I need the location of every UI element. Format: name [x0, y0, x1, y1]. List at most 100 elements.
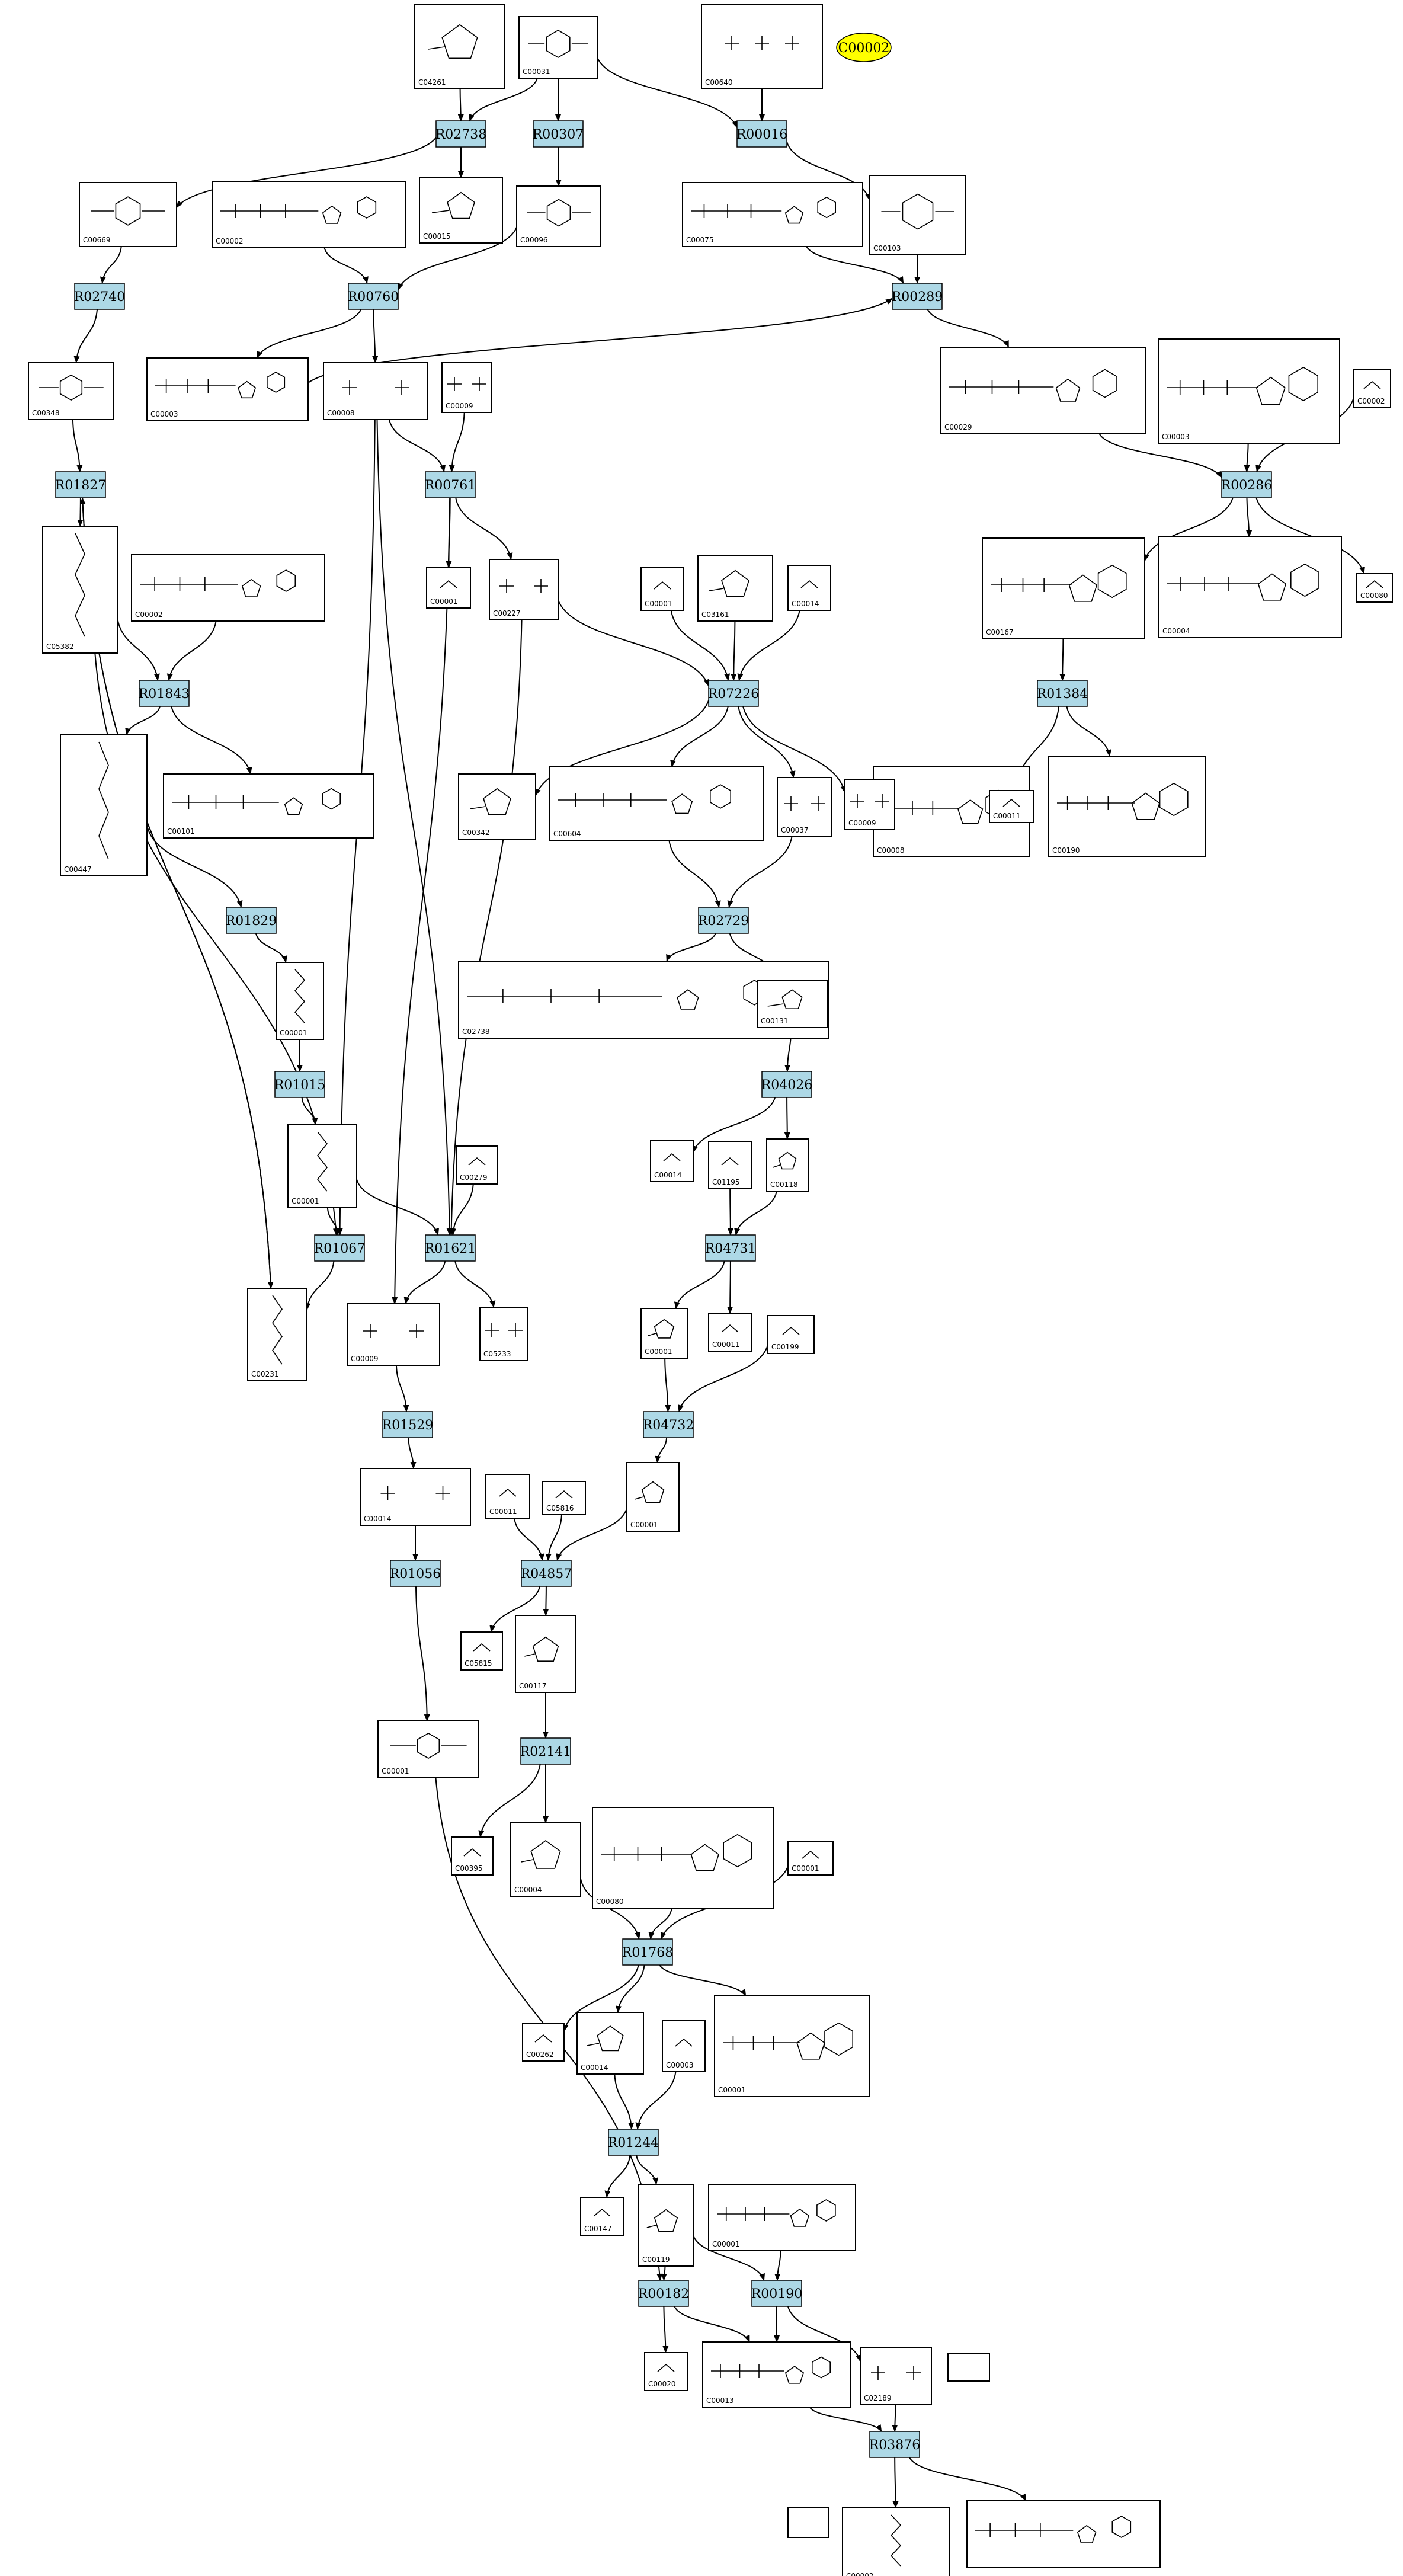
compound-node[interactable]: C00002	[842, 2507, 950, 2576]
compound-box[interactable]	[377, 1720, 479, 1778]
compound-box[interactable]	[708, 1141, 752, 1189]
reaction-node[interactable]: R02738	[435, 120, 487, 148]
reaction-box[interactable]	[382, 1411, 433, 1438]
reaction-box[interactable]	[608, 2129, 659, 2156]
reaction-node[interactable]: R04857	[521, 1560, 572, 1587]
compound-box[interactable]	[592, 1807, 774, 1909]
compound-node[interactable]: C00080	[592, 1807, 774, 1909]
compound-node[interactable]: C00003	[1158, 338, 1340, 444]
compound-box[interactable]	[860, 2347, 932, 2405]
reaction-box[interactable]	[708, 680, 759, 707]
compound-node[interactable]: C00117	[515, 1615, 576, 1693]
reaction-box[interactable]	[139, 680, 190, 707]
reaction-box[interactable]	[638, 2280, 689, 2307]
compound-node[interactable]: C00101	[163, 773, 374, 839]
reaction-box[interactable]	[622, 1938, 673, 1966]
compound-node[interactable]: C00003	[662, 2020, 706, 2072]
reaction-node[interactable]: R04026	[761, 1071, 813, 1098]
compound-box[interactable]	[982, 537, 1145, 639]
compound-node[interactable]: C00002	[131, 554, 325, 622]
reaction-node[interactable]: R07226	[708, 680, 760, 707]
compound-box[interactable]	[419, 177, 503, 244]
reaction-box[interactable]	[348, 283, 399, 310]
compound-node[interactable]: C00395	[451, 1836, 494, 1876]
compound-node[interactable]: C00009	[347, 1303, 440, 1366]
compound-box[interactable]	[697, 555, 773, 622]
compound-box[interactable]	[1048, 756, 1206, 857]
reaction-box[interactable]	[533, 120, 584, 148]
legend-ellipse[interactable]	[836, 33, 892, 62]
reaction-box[interactable]	[274, 1071, 325, 1098]
compound-node[interactable]: C00147	[580, 2197, 624, 2236]
compound-node[interactable]: C00031	[518, 16, 598, 79]
compound-box[interactable]	[767, 1315, 815, 1354]
compound-node[interactable]: C00004	[1158, 536, 1342, 638]
compound-box[interactable]	[644, 2352, 688, 2391]
compound-box[interactable]	[510, 1822, 581, 1897]
compound-box[interactable]	[460, 1631, 503, 1671]
compound-node[interactable]: C00014	[360, 1468, 471, 1526]
compound-node[interactable]: C00119	[638, 2184, 694, 2267]
compound-node[interactable]: C00190	[1048, 756, 1206, 857]
compound-box[interactable]	[441, 362, 492, 413]
compound-box[interactable]	[522, 2023, 565, 2062]
reaction-box[interactable]	[226, 907, 277, 934]
compound-box[interactable]	[60, 734, 148, 876]
reaction-box[interactable]	[705, 1234, 756, 1262]
compound-node[interactable]: C05815	[460, 1631, 503, 1671]
compound-box[interactable]	[580, 2197, 624, 2236]
compound-node[interactable]: C00037	[777, 777, 832, 837]
compound-box[interactable]	[766, 1138, 809, 1192]
reaction-node[interactable]: R01529	[382, 1411, 434, 1438]
compound-box[interactable]	[640, 1308, 688, 1359]
reaction-box[interactable]	[1221, 471, 1272, 498]
compound-node[interactable]: C00167	[982, 537, 1145, 639]
reaction-node[interactable]: R01244	[608, 2129, 659, 2156]
compound-box[interactable]	[640, 567, 684, 611]
compound-node[interactable]: C00001	[287, 1124, 357, 1208]
compound-box[interactable]	[966, 2500, 1161, 2568]
compound-node[interactable]: C05382	[42, 526, 118, 654]
reaction-box[interactable]	[869, 2431, 920, 2458]
reaction-node[interactable]: R00190	[751, 2280, 803, 2307]
compound-box[interactable]	[662, 2020, 706, 2072]
compound-node[interactable]: C00096	[516, 185, 601, 247]
reaction-box[interactable]	[521, 1560, 572, 1587]
reaction-node[interactable]: R04732	[643, 1411, 694, 1438]
reaction-box[interactable]	[751, 2280, 802, 2307]
compound-node[interactable]: C00075	[682, 182, 863, 247]
compound-node[interactable]: C01195	[708, 1141, 752, 1189]
compound-box[interactable]	[323, 362, 428, 420]
reaction-node[interactable]: R04731	[705, 1234, 757, 1262]
compound-node[interactable]: C00011	[708, 1313, 752, 1352]
compound-box[interactable]	[626, 1462, 680, 1532]
compound-node[interactable]: C00262	[522, 2023, 565, 2062]
compound-box[interactable]	[360, 1468, 471, 1526]
compound-node[interactable]: C00009	[844, 779, 895, 830]
legend-highlight[interactable]: C00002	[836, 33, 892, 62]
compound-box[interactable]	[518, 16, 598, 79]
compound-box[interactable]	[451, 1836, 494, 1876]
empty-compound-box[interactable]	[947, 2353, 990, 2382]
reaction-node[interactable]: R01843	[139, 680, 190, 707]
reaction-node[interactable]: R00286	[1221, 471, 1273, 498]
compound-node[interactable]: C00015	[419, 177, 503, 244]
compound-node[interactable]: C00014	[576, 2012, 644, 2075]
compound-node[interactable]: C00131	[757, 980, 828, 1028]
compound-box[interactable]	[42, 526, 118, 654]
compound-box[interactable]	[787, 565, 831, 611]
reaction-node[interactable]: R01829	[226, 907, 277, 934]
compound-node[interactable]: C00118	[766, 1138, 809, 1192]
compound-node[interactable]: C02189	[860, 2347, 932, 2405]
compound-node[interactable]: C00199	[767, 1315, 815, 1354]
compound-box[interactable]	[1158, 338, 1340, 444]
compound-node[interactable]: C00008	[323, 362, 428, 420]
compound-node[interactable]: C00001	[787, 1841, 834, 1876]
compound-box[interactable]	[869, 175, 966, 255]
compound-box[interactable]	[458, 773, 536, 840]
reaction-box[interactable]	[435, 120, 486, 148]
compound-node[interactable]: C00279	[456, 1145, 498, 1185]
reaction-node[interactable]: R01827	[55, 471, 107, 498]
compound-box[interactable]	[787, 1841, 834, 1876]
compound-node[interactable]: C05816	[542, 1481, 586, 1515]
